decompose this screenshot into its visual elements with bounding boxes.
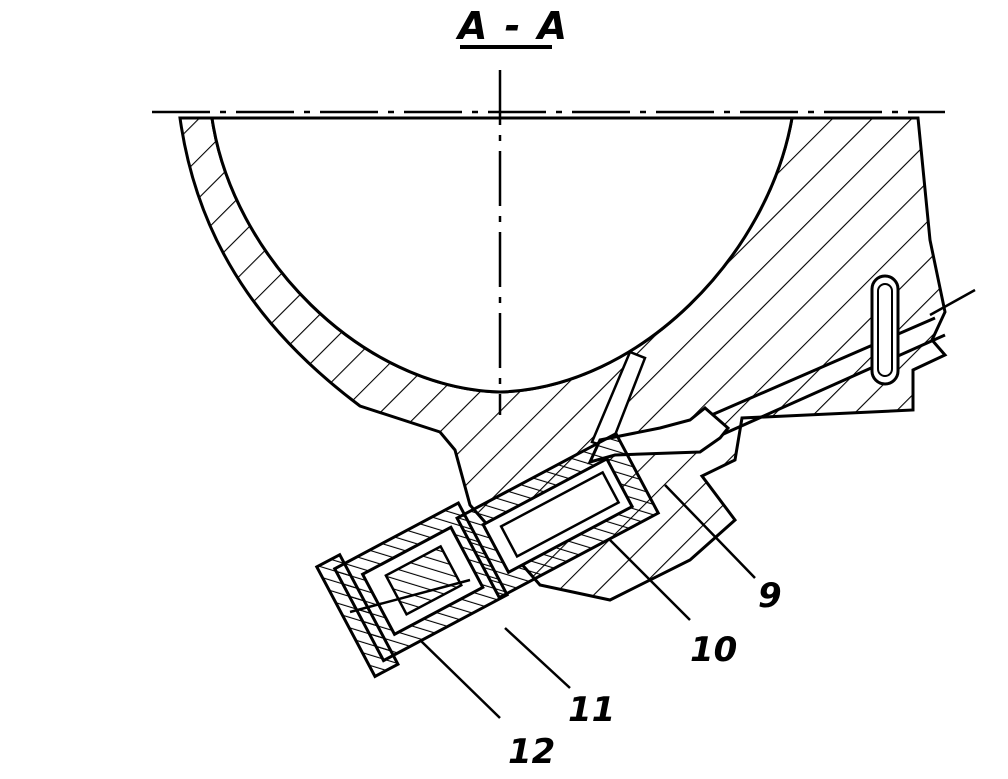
locking-pin [870, 274, 900, 386]
leader-line-9 [664, 484, 756, 579]
needle-shaft-lower [709, 333, 946, 442]
callout-11: 11 [568, 690, 616, 730]
bowl-cavity [210, 116, 794, 394]
assembly-axis-line [349, 578, 471, 614]
callout-10: 10 [690, 630, 738, 670]
leader-line-11 [504, 627, 571, 689]
cap-nut-assembly [314, 500, 510, 679]
sleeve-assembly [455, 431, 661, 600]
callout-12: 12 [508, 732, 556, 772]
leader-line-12 [419, 639, 501, 719]
section-title: A - A [458, 4, 570, 48]
callout-9: 9 [758, 576, 782, 616]
leader-line-10 [609, 539, 691, 621]
needle-axis-line [929, 288, 976, 317]
locking-pin-slot [877, 283, 893, 377]
